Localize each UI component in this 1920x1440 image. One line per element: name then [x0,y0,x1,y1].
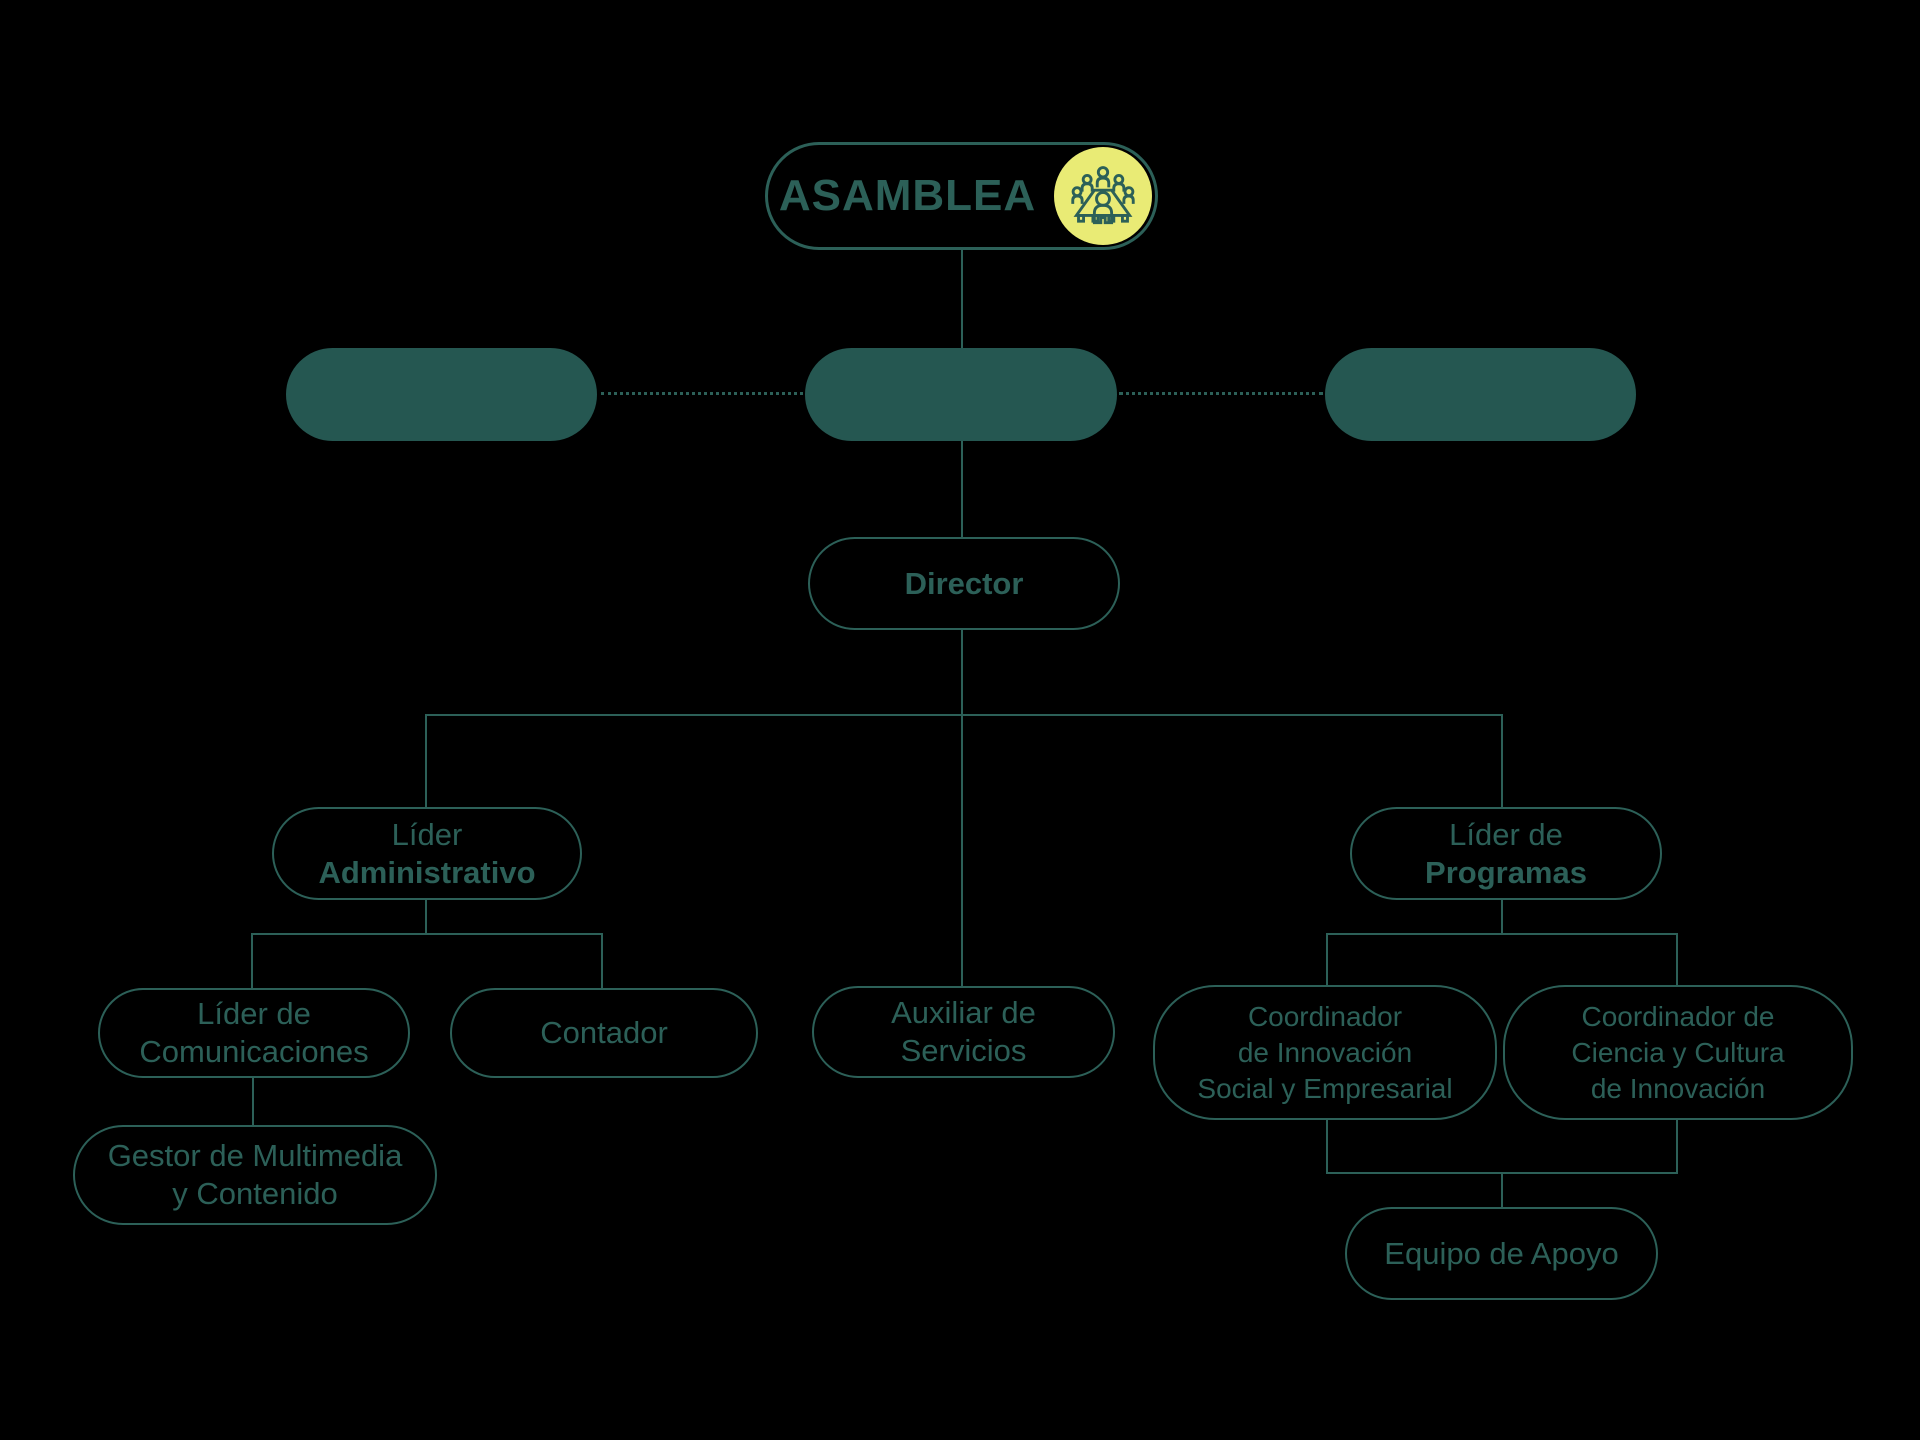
node-label-line: Servicios [900,1033,1027,1068]
connector-to-lider-programas [1501,714,1503,808]
node-label-line: Líder de [1449,816,1563,852]
connector-innovacion-down [1326,1120,1328,1174]
connector-ciencia-down [1676,1120,1678,1174]
connector-center-director [961,441,963,537]
node-auxiliar-servicios: Auxiliar de Servicios [812,986,1115,1078]
node-equipo-apoyo: Equipo de Apoyo [1345,1207,1658,1300]
connector-to-coordinador-innovacion [1326,933,1328,987]
node-coordinador-innovacion: Coordinador de Innovación Social y Empre… [1153,985,1497,1120]
node-lider-comunicaciones: Líder de Comunicaciones [98,988,410,1078]
node-gestor-multimedia: Gestor de Multimedia y Contenido [73,1125,437,1225]
connector-to-gestor [252,1078,254,1125]
node-contador-label: Contador [540,1015,668,1050]
node-label-line: y Contenido [172,1176,338,1211]
connector-asamblea-down [961,250,963,348]
node-placeholder-center [805,348,1117,441]
node-lider-programas: Líder de Programas [1350,807,1662,900]
connector-admin-down [425,900,427,935]
meeting-table-icon [1054,147,1152,245]
node-equipo-apoyo-label: Equipo de Apoyo [1384,1235,1619,1271]
node-asamblea: ASAMBLEA [765,142,1158,250]
node-label-line: de Innovación [1590,1072,1766,1104]
connector-to-contador [601,933,603,988]
node-label-line: Coordinador [1247,1000,1403,1032]
node-label-line: Gestor de Multimedia [107,1138,403,1173]
node-label-line: Líder de [197,996,311,1031]
node-label-line: Ciencia y Cultura [1571,1036,1785,1068]
connector-programas-down [1501,900,1503,935]
node-label-line: Social y Empresarial [1197,1072,1453,1104]
connector-dotted-right [1119,392,1323,395]
node-lider-administrativo: Líder Administrativo [272,807,582,900]
connector-to-coordinador-ciencia [1676,933,1678,987]
connector-to-equipo-apoyo [1501,1172,1503,1208]
connector-programas-horizontal [1326,933,1678,935]
connector-to-comunicaciones [251,933,253,988]
node-label-line: Programas [1425,854,1587,890]
node-label-line: Coordinador de [1581,1000,1775,1032]
connector-to-lider-administrativo [425,714,427,808]
node-label-line: de Innovación [1237,1036,1413,1068]
node-label-line: Auxiliar de [891,995,1036,1030]
connector-director-down [961,630,963,714]
connector-dotted-left [601,392,803,395]
node-asamblea-label: ASAMBLEA [778,171,1037,220]
node-director: Director [808,537,1120,630]
node-label-line: Administrativo [318,854,536,890]
node-label-line: Comunicaciones [139,1034,369,1069]
connector-level1-horizontal [425,714,1503,716]
node-coordinador-ciencia: Coordinador de Ciencia y Cultura de Inno… [1503,985,1853,1120]
node-label-line: Líder [391,816,463,852]
connector-admin-horizontal [251,933,603,935]
node-director-label: Director [904,565,1024,601]
node-placeholder-right [1325,348,1636,441]
node-placeholder-left [286,348,597,441]
connector-to-auxiliar [961,714,963,988]
node-contador: Contador [450,988,758,1078]
